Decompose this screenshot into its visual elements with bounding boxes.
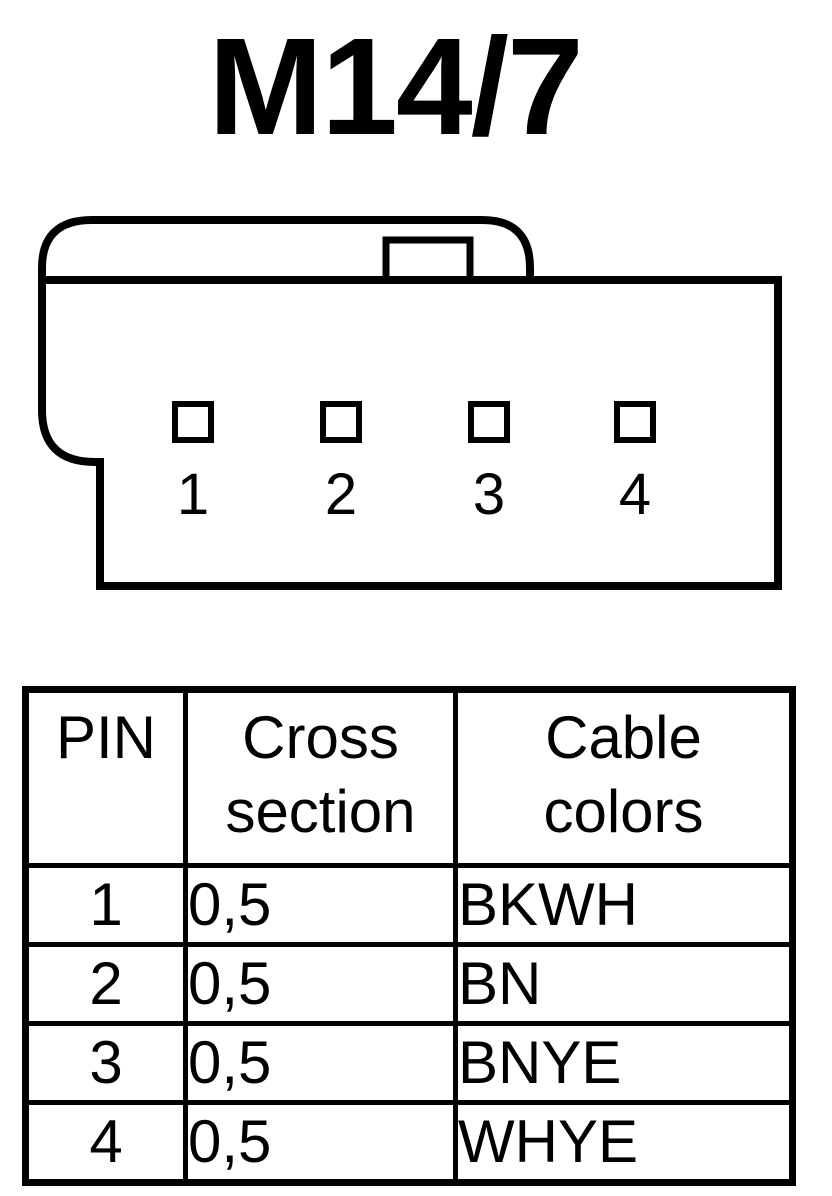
header-cable-colors-line2: colors [543,778,704,845]
cross-section-value: 0,5 [183,942,458,1026]
table-row: 2 0,5 BN [23,942,795,1026]
pin-square-2 [320,401,362,443]
pin-square-3 [468,401,510,443]
cross-section-value: 0,5 [183,1100,458,1185]
pin-number: 2 [23,942,188,1026]
header-pin-label: PIN [55,704,157,771]
pin-number: 3 [23,1021,188,1105]
header-cross-section: Cross section [183,687,458,868]
cross-section-value: 0,5 [183,863,458,947]
pin-table-header-row: PIN Cross section Cable colors [23,687,795,868]
connector-latch [382,236,474,284]
connector-diagram: 1 2 3 4 [38,216,782,590]
header-cable-colors: Cable colors [453,687,795,868]
pin-number: 4 [23,1100,188,1185]
cable-color-value: WHYE [453,1100,795,1185]
pin-table: PIN Cross section Cable colors 1 0,5 BKW… [22,686,796,1186]
pin-label-3: 3 [473,462,505,527]
header-cable-colors-line1: Cable [545,704,702,771]
pin-number: 1 [23,863,188,947]
cross-section-value: 0,5 [183,1021,458,1105]
connector-housing [38,216,782,590]
connector-title: M14/7 [208,10,584,164]
header-cross-section-line2: section [225,778,416,845]
header-cross-section-line1: Cross [242,704,399,771]
pin-square-1 [172,401,214,443]
cable-color-value: BNYE [453,1021,795,1105]
cable-color-value: BN [453,942,795,1026]
pin-label-2: 2 [325,462,357,527]
pin-label-4: 4 [619,462,651,527]
pin-label-1: 1 [177,462,209,527]
table-row: 1 0,5 BKWH [23,863,795,947]
table-row: 4 0,5 WHYE [23,1100,795,1185]
table-row: 3 0,5 BNYE [23,1021,795,1105]
pin-square-4 [614,401,656,443]
header-pin: PIN [23,687,188,868]
cable-color-value: BKWH [453,863,795,947]
